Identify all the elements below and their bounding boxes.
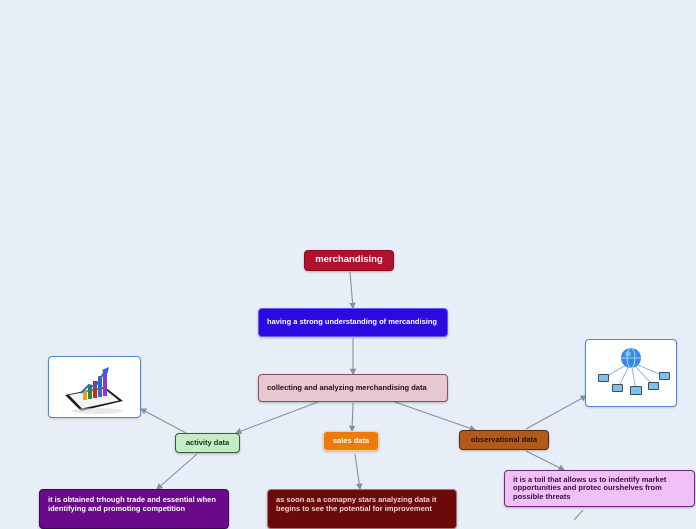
topic-collecting-analyzing[interactable]: collecting and analyzing merchandising d… — [258, 374, 448, 402]
note-sales-data-label: as soon as a comapny stars analyzing dat… — [276, 495, 437, 513]
connector-collecting-observational — [394, 401, 477, 432]
connector-activity-note — [156, 453, 198, 490]
subtopic-sales-data[interactable]: sales data — [323, 431, 379, 451]
subtopic-observational-data[interactable]: observational data — [459, 430, 549, 450]
connector-observational-note — [525, 450, 566, 471]
image-tablet-chart[interactable] — [48, 356, 141, 418]
note-observational-data-label: it is a toil that allows us to indentify… — [513, 474, 667, 501]
connector-collecting-sales — [348, 402, 356, 433]
image-network-globe[interactable] — [585, 339, 677, 407]
topic-strong-understanding-label: having a strong understanding of mercand… — [267, 317, 438, 327]
topic-strong-understanding[interactable]: having a strong understanding of mercand… — [258, 308, 448, 337]
note-observational-data[interactable]: it is a toil that allows us to indentify… — [504, 470, 695, 507]
subtopic-activity-data[interactable]: activity data — [175, 433, 240, 453]
connector-observational-image — [525, 395, 588, 430]
connector-observational-note-continuation — [573, 509, 584, 520]
topic-collecting-analyzing-label: collecting and analyzing merchandising d… — [267, 382, 427, 392]
note-activity-data[interactable]: it is obtained trhough trade and essenti… — [39, 489, 229, 529]
note-activity-data-label: it is obtained trhough trade and essenti… — [48, 495, 216, 513]
root-topic-merchandising[interactable]: merchandising — [304, 250, 394, 271]
root-topic-label: merchandising — [315, 254, 383, 266]
note-sales-data[interactable]: as soon as a comapny stars analyzing dat… — [267, 489, 457, 529]
connector-sales-note — [354, 453, 363, 491]
subtopic-observational-data-label: observational data — [470, 434, 538, 444]
connector-collecting-activity — [234, 401, 319, 435]
tablet-growth-chart-icon — [65, 367, 123, 414]
subtopic-activity-data-label: activity data — [185, 437, 230, 447]
connector-root-understanding — [349, 271, 356, 310]
network-computers-globe-icon — [598, 347, 670, 395]
subtopic-sales-data-label: sales data — [332, 435, 370, 445]
connector-activity-image — [139, 408, 187, 434]
